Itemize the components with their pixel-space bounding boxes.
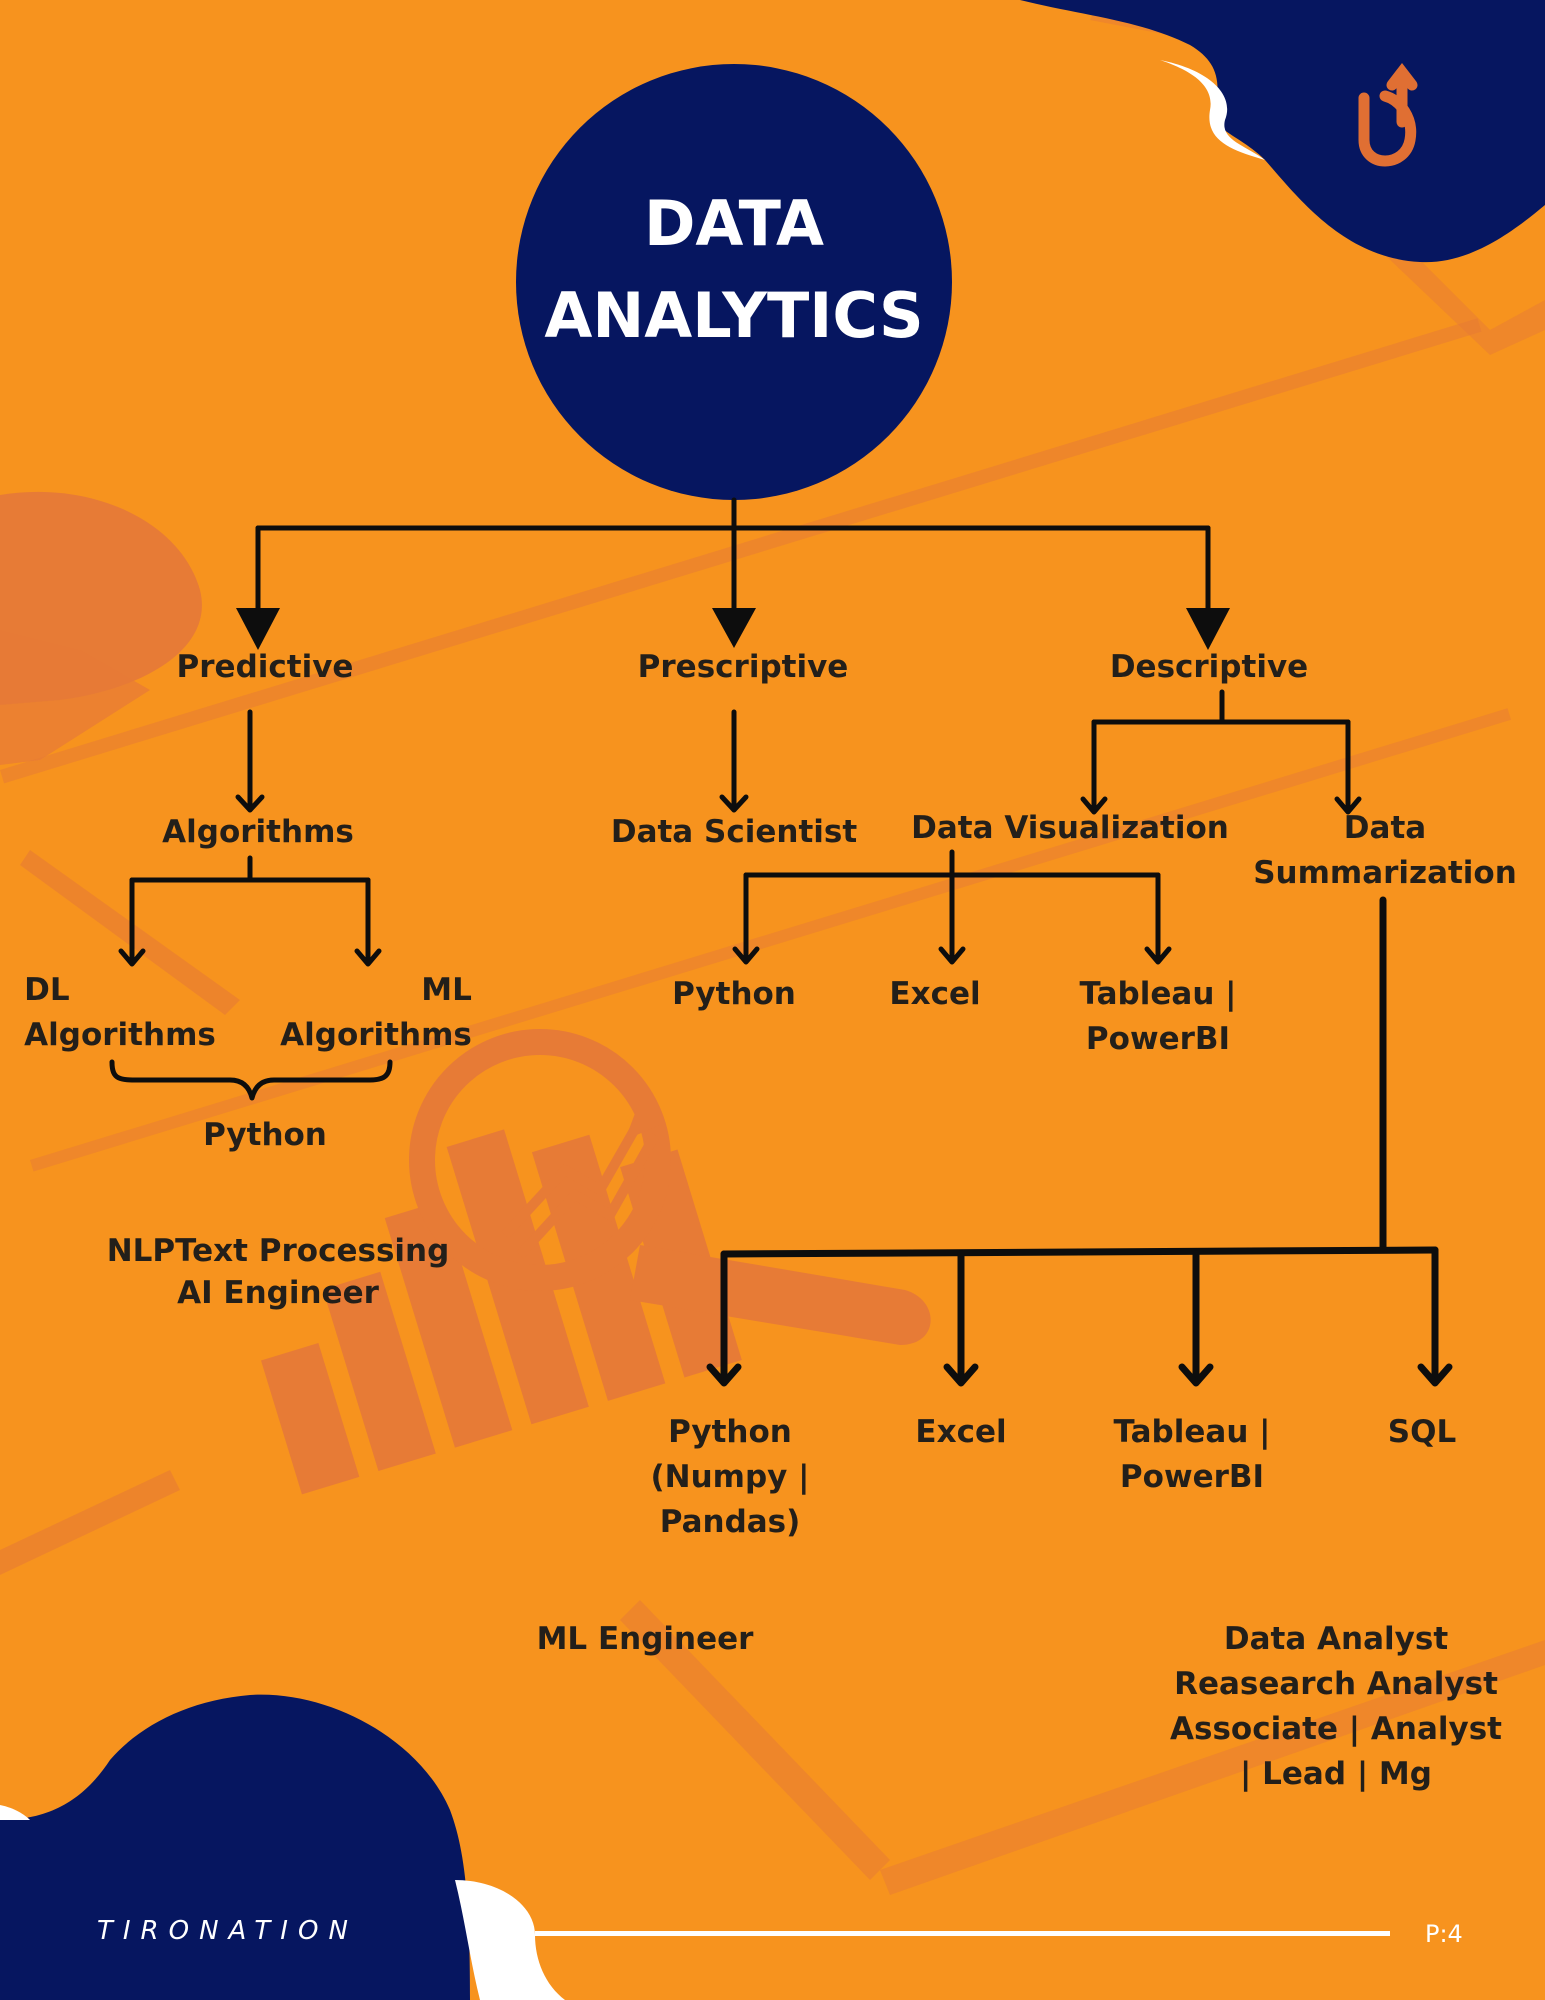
- footer-line: [535, 1931, 1390, 1936]
- arrow-summarization: [1334, 796, 1362, 815]
- roles-predictive: NLPText Processing AI Engineer: [107, 1230, 450, 1314]
- sum-tool-python-line-2: (Numpy |: [650, 1459, 810, 1495]
- arrow-dl: [118, 948, 146, 967]
- tironation-logo-icon: [1358, 62, 1418, 167]
- node-ml-algorithms: ML Algorithms: [280, 968, 472, 1058]
- top-right-blob: [1020, 0, 1545, 263]
- bottom-left-blob: [0, 1694, 470, 2000]
- node-dl-line-1: DL: [24, 972, 70, 1008]
- arrow-viz-tableau: [1144, 946, 1172, 965]
- node-data-summarization: Data Summarization: [1253, 806, 1517, 896]
- sum-tool-sql: SQL: [1387, 1414, 1457, 1450]
- sum-tool-python-line-1: Python: [668, 1414, 792, 1450]
- arrow-visualization: [1080, 796, 1108, 815]
- footer-brand: TIRONATION: [97, 1916, 358, 1946]
- node-ml-line-1: ML: [421, 972, 472, 1008]
- arrow-sum-python: [706, 1363, 742, 1387]
- sum-tool-tableau-line-2: PowerBI: [1119, 1459, 1265, 1495]
- viz-tool-excel: Excel: [889, 976, 981, 1012]
- role-ai-engineer: AI Engineer: [177, 1275, 379, 1311]
- python-brace: [109, 1059, 393, 1101]
- role-research-analyst: Reasearch Analyst: [1174, 1666, 1498, 1702]
- role-nlp: NLPText Processing: [106, 1233, 450, 1269]
- viz-tool-tableau-line-1: Tableau |: [1079, 976, 1237, 1012]
- analytics-magnifier-icon: [0, 0, 1545, 1895]
- node-data-scientist: Data Scientist: [610, 814, 858, 850]
- arrow-viz-python: [732, 946, 760, 965]
- sum-tool-excel: Excel: [915, 1414, 1007, 1450]
- arrow-algorithms: [235, 794, 265, 813]
- role-associate-analyst: Associate | Analyst: [1170, 1711, 1502, 1747]
- sum-tool-python-line-3: Pandas): [659, 1504, 801, 1540]
- arrow-ml: [354, 948, 382, 967]
- role-data-analyst: Data Analyst: [1223, 1621, 1449, 1657]
- arrow-viz-excel: [938, 946, 966, 965]
- node-algorithms: Algorithms: [162, 814, 354, 850]
- node-summarization-line-2: Summarization: [1253, 855, 1517, 891]
- node-ml-line-2: Algorithms: [280, 1017, 472, 1053]
- title-line-1: DATA: [643, 187, 825, 260]
- arrow-prescriptive: [712, 608, 756, 648]
- arrow-data-scientist: [719, 794, 749, 813]
- page-title: DATA ANALYTICS: [514, 178, 954, 362]
- title-line-2: ANALYTICS: [544, 279, 924, 352]
- node-predictive: Predictive: [176, 649, 354, 685]
- arrow-sum-tableau: [1178, 1363, 1214, 1387]
- sum-tool-tableau: Tableau | PowerBI: [1113, 1410, 1270, 1500]
- page-number: P:4: [1425, 1920, 1463, 1948]
- bottom-left-white-edge: [0, 1805, 30, 1820]
- arrow-sum-sql: [1417, 1363, 1453, 1387]
- node-dl-algorithms: DL Algorithms: [24, 968, 216, 1058]
- node-summarization-line-1: Data: [1343, 810, 1427, 846]
- sum-tool-tableau-line-1: Tableau |: [1113, 1414, 1271, 1450]
- viz-tool-tableau-line-2: PowerBI: [1085, 1021, 1231, 1057]
- viz-tool-python: Python: [672, 976, 796, 1012]
- sum-tool-python: Python (Numpy | Pandas): [651, 1410, 810, 1545]
- role-ml-engineer: ML Engineer: [536, 1621, 754, 1657]
- arrow-predictive: [236, 608, 280, 650]
- roles-analyst: Data Analyst Reasearch Analyst Associate…: [1170, 1617, 1502, 1797]
- node-predictive-python: Python: [203, 1117, 327, 1153]
- summarization-bar: [720, 1246, 1439, 1258]
- node-descriptive: Descriptive: [1109, 649, 1309, 685]
- arrow-sum-excel: [943, 1363, 979, 1387]
- top-right-white-swoosh: [1160, 60, 1265, 160]
- role-lead-mg: | Lead | Mg: [1240, 1756, 1432, 1792]
- node-prescriptive: Prescriptive: [637, 649, 849, 685]
- title-circle: [516, 64, 952, 500]
- node-data-visualization: Data Visualization: [911, 810, 1229, 846]
- viz-tool-tableau: Tableau | PowerBI: [1079, 972, 1236, 1062]
- bottom-left-white-swoosh: [455, 1880, 565, 2000]
- node-dl-line-2: Algorithms: [24, 1017, 216, 1053]
- arrow-descriptive: [1186, 608, 1230, 650]
